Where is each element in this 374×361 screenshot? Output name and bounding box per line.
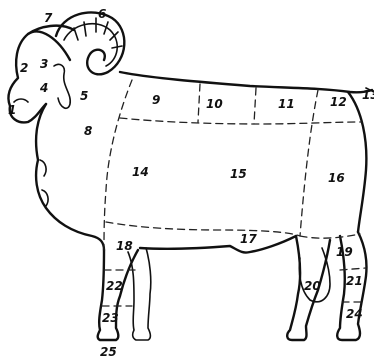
label-11: 11 <box>278 97 295 111</box>
label-17: 17 <box>240 232 257 246</box>
label-12: 12 <box>330 95 347 109</box>
label-24: 24 <box>346 307 363 321</box>
back-outline <box>120 72 372 92</box>
label-22: 22 <box>106 279 123 293</box>
label-19: 19 <box>336 245 353 259</box>
label-7: 7 <box>44 11 53 25</box>
label-21: 21 <box>346 274 363 288</box>
label-6: 6 <box>98 7 106 21</box>
neck-outline <box>36 104 104 250</box>
label-2: 2 <box>20 61 28 75</box>
label-20: 20 <box>304 279 321 293</box>
label-15: 15 <box>230 167 247 181</box>
label-5: 5 <box>80 89 88 103</box>
front-leg-outline <box>98 248 151 340</box>
label-9: 9 <box>152 93 160 107</box>
cut-lines <box>102 80 366 306</box>
region-labels: 1 2 3 4 5 6 7 8 9 10 11 12 13 14 15 16 1… <box>8 7 374 359</box>
label-3: 3 <box>40 57 48 71</box>
label-13: 13 <box>362 88 374 102</box>
label-18: 18 <box>116 239 133 253</box>
label-1: 1 <box>8 103 16 117</box>
rump-outline <box>348 92 366 232</box>
label-25: 25 <box>100 345 117 359</box>
belly-outline <box>140 236 296 253</box>
label-23: 23 <box>102 311 119 325</box>
label-8: 8 <box>84 124 92 138</box>
label-4: 4 <box>39 81 48 95</box>
label-16: 16 <box>328 171 345 185</box>
horn-outline <box>56 12 124 74</box>
label-10: 10 <box>206 97 223 111</box>
label-14: 14 <box>132 165 149 179</box>
